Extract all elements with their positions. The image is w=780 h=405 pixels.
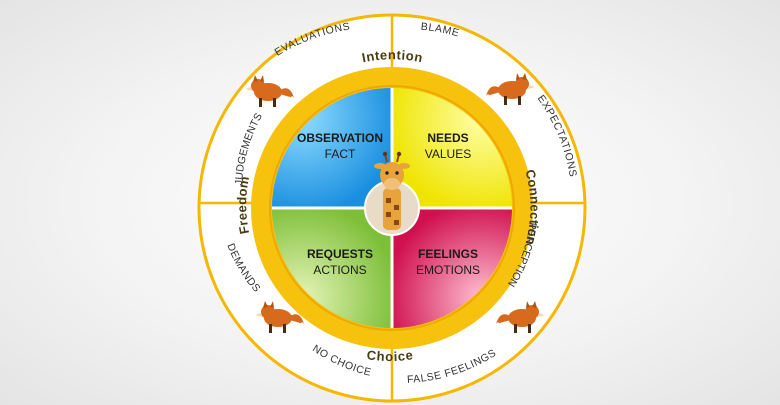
ring-label-top: Intention bbox=[361, 47, 425, 65]
fox-icon bbox=[495, 301, 545, 333]
observation-title: OBSERVATION bbox=[297, 131, 383, 145]
ring-label-bottom: Choice bbox=[366, 347, 414, 364]
ring-label-left: Freedom bbox=[234, 175, 252, 236]
quadrant-feelings bbox=[392, 208, 512, 328]
fox-icon bbox=[245, 75, 295, 107]
fox-icon bbox=[255, 301, 305, 333]
requests-subtitle: ACTIONS bbox=[313, 263, 366, 277]
quadrant-observation bbox=[272, 88, 392, 208]
fox-icon bbox=[485, 73, 535, 105]
quadrants bbox=[272, 88, 512, 328]
needs-subtitle: VALUES bbox=[425, 147, 471, 161]
feelings-subtitle: EMOTIONS bbox=[416, 263, 480, 277]
quadrant-needs bbox=[392, 88, 512, 208]
giraffe-icon bbox=[364, 151, 420, 236]
needs-title: NEEDS bbox=[427, 131, 468, 145]
observation-subtitle: FACT bbox=[325, 147, 356, 161]
feelings-title: FEELINGS bbox=[418, 247, 478, 261]
quadrant-requests bbox=[272, 208, 392, 328]
ring-label-right: Connection bbox=[522, 168, 542, 247]
requests-title: REQUESTS bbox=[307, 247, 373, 261]
